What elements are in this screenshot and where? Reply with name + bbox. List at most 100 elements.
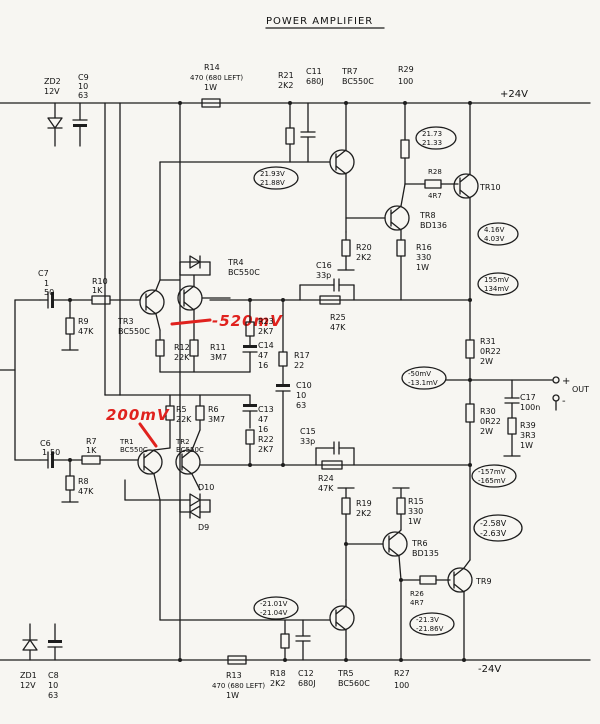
tr7-label: TR7 xyxy=(341,67,358,76)
r17-label: R17 xyxy=(294,351,310,360)
tr7-voltage-2: 21.88V xyxy=(260,179,285,187)
tr5-voltage-1: -21.01V xyxy=(260,600,288,608)
r31-value: 0R22 xyxy=(480,347,501,356)
tr7-value: BC550C xyxy=(342,77,374,86)
tr6-label: TR6 xyxy=(411,539,428,548)
r18-value: 2K2 xyxy=(270,679,285,688)
tr3-value: BC550C xyxy=(118,327,150,336)
r20-value: 2K2 xyxy=(356,253,371,262)
c9-voltage: 63 xyxy=(78,91,88,100)
r30-voltage-2: -165mV xyxy=(478,477,506,485)
r11-value: 3M7 xyxy=(210,353,227,362)
c7-voltage: 50 xyxy=(44,288,54,297)
c9-capacitor: C9 10 63 xyxy=(72,73,89,147)
c7-label: C7 xyxy=(38,269,49,278)
tr3-transistor: TR3 BC550C xyxy=(117,279,165,336)
r17-resistor: R17 22 xyxy=(278,299,310,385)
r23-resistor: R23 2K7 xyxy=(245,299,274,346)
tr6-voltage-note: -2.58V -2.63V xyxy=(473,514,523,542)
c13-label: C13 xyxy=(258,405,274,414)
tr9-voltage-2: -21.86V xyxy=(416,625,444,633)
r30-voltage-note: -157mV -165mV xyxy=(471,464,517,488)
r8-value: 47K xyxy=(78,487,94,496)
c10-voltage: 63 xyxy=(296,401,306,410)
tr5-value: BC560C xyxy=(338,679,370,688)
r24-value: 47K xyxy=(318,484,334,493)
r13-resistor: R13 470 (680 LEFT) 1W xyxy=(212,655,265,700)
c6-label: C6 xyxy=(40,439,51,448)
c14-voltage: 16 xyxy=(258,361,268,370)
r15-resistor: R15 330 1W xyxy=(392,487,424,531)
r21-label: R21 xyxy=(278,71,294,80)
r6-resistor: R6 3M7 xyxy=(195,394,225,431)
c9-value: 10 xyxy=(78,82,88,91)
tr9-voltage-note: -21.3V -21.86V xyxy=(409,612,455,636)
c17-capacitor: C17 100n xyxy=(504,379,540,419)
positive-rail-label: +24V xyxy=(500,89,528,100)
r28-label: R28 xyxy=(428,168,442,176)
tr6-value: BD135 xyxy=(412,549,439,558)
r10-value: 1K xyxy=(92,286,103,295)
c10-capacitor: C10 10 63 xyxy=(275,381,312,466)
tr2-value: BC550C xyxy=(176,446,204,454)
c16-label: C16 xyxy=(316,261,332,270)
r10-label: R10 xyxy=(92,277,108,286)
tr9-transistor: TR9 xyxy=(447,559,492,661)
r8-label: R8 xyxy=(78,477,89,486)
tr3-label: TR3 xyxy=(117,317,134,326)
zd1-value: 12V xyxy=(20,681,36,690)
c6-value: 1 xyxy=(42,448,47,457)
r20-resistor: R20 2K2 xyxy=(337,231,372,271)
red-annotation-top-text: -520mV xyxy=(212,312,283,330)
tr4-label: TR4 xyxy=(227,258,244,267)
negative-rail: -24V xyxy=(0,659,591,675)
tr10-voltage-1: 21.73 xyxy=(422,130,442,138)
output-minus: - xyxy=(562,396,566,407)
tr10-transistor: TR10 xyxy=(453,102,501,341)
r27-label: R27 xyxy=(394,669,410,678)
r22-resistor: R22 2K7 xyxy=(245,429,274,466)
r14-label: R14 xyxy=(204,63,220,72)
r7-resistor: R7 1K xyxy=(81,437,139,465)
c6-capacitor: C6 1 50 xyxy=(39,439,83,469)
output-voltage-1: -50mV xyxy=(408,370,431,378)
tr10-voltage-note: 21.73 21.33 xyxy=(415,126,457,150)
r15-value: 330 xyxy=(408,507,423,516)
r7-label: R7 xyxy=(86,437,97,446)
red-annotation-bottom: 200mV xyxy=(106,406,169,448)
tr6-voltage-1: -2.58V xyxy=(480,519,507,528)
tr10-label: TR10 xyxy=(479,183,501,192)
r22-label: R22 xyxy=(258,435,274,444)
c14-value: 47 xyxy=(258,351,268,360)
r19-label: R19 xyxy=(356,499,372,508)
r31-resistor: R31 0R22 2W xyxy=(465,337,501,405)
r13-value: 470 (680 LEFT) xyxy=(212,682,265,690)
c7-capacitor: C7 1 50 xyxy=(38,269,93,309)
r16-value: 330 xyxy=(416,253,431,262)
r12-label: R12 xyxy=(174,343,190,352)
schematic-title: POWER AMPLIFIER xyxy=(266,16,373,27)
r31-voltage-2: 134mV xyxy=(484,285,509,293)
c15-value: 33p xyxy=(300,437,315,446)
r9-resistor: R9 47K xyxy=(61,299,94,351)
r31-label: R31 xyxy=(480,337,496,346)
r15-label: R15 xyxy=(408,497,424,506)
c8-label: C8 xyxy=(48,671,59,680)
r5-resistor: R5 22K xyxy=(165,394,192,449)
r30-resistor: R30 0R22 2W xyxy=(465,403,501,561)
negative-rail-label: -24V xyxy=(478,664,501,675)
tr8-voltage-note: 4.16V 4.03V xyxy=(477,222,519,246)
r27-value: 100 xyxy=(394,681,409,690)
c7-value: 1 xyxy=(44,279,49,288)
r24-label: R24 xyxy=(318,474,334,483)
output-voltage-note: -50mV -13.1mV xyxy=(401,366,447,390)
r19-resistor: R19 2K2 xyxy=(337,487,372,601)
r28-value: 4R7 xyxy=(428,192,442,200)
r12-resistor: R12 22K xyxy=(155,329,190,373)
r29-value: 100 xyxy=(398,77,413,86)
r16-resistor: R16 330 1W xyxy=(396,239,432,301)
r20-label: R20 xyxy=(356,243,372,252)
tr7-transistor: TR7 BC550C xyxy=(329,67,374,233)
tr5-voltage-2: -21.04V xyxy=(260,609,288,617)
